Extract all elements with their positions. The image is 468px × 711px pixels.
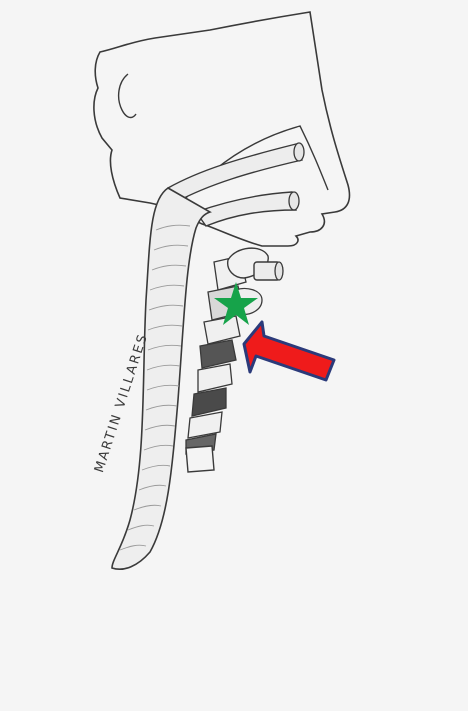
oral-tube-lower — [196, 192, 299, 226]
ear-outline — [119, 74, 136, 117]
arrow-icon — [244, 322, 334, 380]
